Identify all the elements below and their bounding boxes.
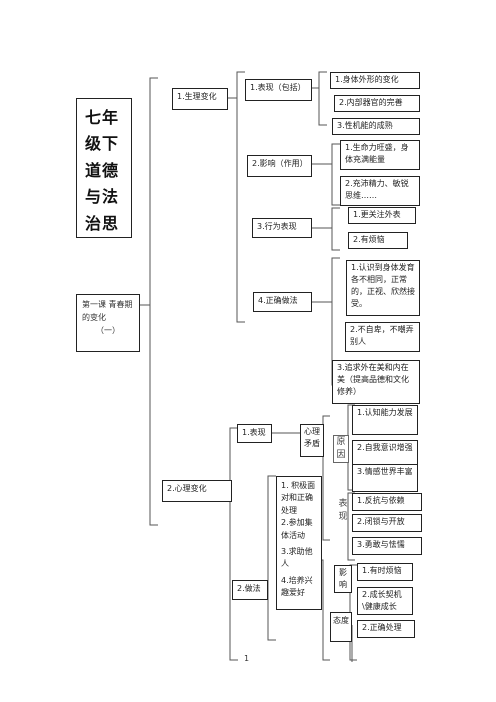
- attitude-item-1-text: 2.正确处理: [362, 623, 402, 632]
- method-left-item-2: 2.参加集体活动: [281, 518, 313, 540]
- physical-g4-item-1-text: 1.认识到身体发育各不相同，正常的，正视、欣然接受。: [351, 263, 415, 308]
- physical-g1-item-1-text: 1.身体外形的变化: [335, 75, 399, 84]
- method-left-box: 1. 积极面对和正确处理 2.参加集体活动 3.求助他人 4.培养兴趣爱好: [276, 476, 322, 610]
- influence-item-1-text: 1.有时烦恼: [362, 566, 402, 575]
- physical-g1-item-2: 2.内部器官的完善: [334, 95, 420, 112]
- influence-label: 影响: [334, 565, 352, 593]
- bracket-lesson: [149, 77, 158, 526]
- link-method-right: [322, 559, 330, 661]
- cause-item-1-text: 1.认知能力发展: [357, 408, 413, 417]
- physical-g2-item-2-text: 2.充沛精力、敏锐思维……: [345, 179, 409, 200]
- physical-group-2-label: 2.影响（作用）: [252, 159, 308, 168]
- bracket-physical: [236, 71, 245, 323]
- attitude-label-text: 态度: [333, 616, 349, 625]
- psych-conflict-label: 心理矛盾: [304, 427, 320, 448]
- physical-g4-item-3: 3.追求外在美和内在美（提高品德和文化修养）: [332, 360, 420, 404]
- physical-g1-item-3-text: 3.性机能的成熟: [337, 121, 393, 130]
- lesson-subtitle: （一）: [96, 325, 120, 335]
- manifest-label-text: 表现: [338, 499, 348, 523]
- physical-group-1: 1.表现（包括）: [245, 79, 312, 101]
- cause-item-3: 3.情感世界丰富: [352, 464, 418, 492]
- physical-group-2: 2.影响（作用）: [247, 155, 312, 177]
- bracket-psych: [229, 427, 238, 661]
- lesson-node: 第一课 青春期的变化 （一）: [76, 294, 140, 352]
- psych-method-node: 2.做法: [232, 580, 268, 600]
- mindmap-title: 七年级下道德与法治思维导图: [76, 98, 132, 238]
- bracket-manifest: [347, 492, 355, 561]
- physical-group-3: 3.行为表现: [252, 218, 312, 238]
- physical-g4-item-1: 1.认识到身体发育各不相同，正常的，正视、欣然接受。: [346, 260, 420, 316]
- physical-g1-item-2-text: 2.内部器官的完善: [339, 98, 403, 107]
- manifest-item-2-text: 2.闭锁与开放: [357, 517, 405, 526]
- physical-change-node: 1.生理变化: [172, 88, 228, 110]
- mindmap-title-text: 七年级下道德与法治思维导图: [85, 108, 120, 233]
- physical-g2-item-2: 2.充沛精力、敏锐思维……: [340, 176, 420, 206]
- psych-change-node: 2.心理变化: [162, 480, 232, 502]
- physical-g1-item-3: 3.性机能的成熟: [332, 118, 420, 135]
- cause-item-2: 2.自我意识增强: [352, 440, 418, 468]
- psych-conflict-node: 心理矛盾: [300, 424, 324, 457]
- influence-item-2: 2.成长契机\健康成长: [357, 587, 413, 615]
- physical-g3-item-1-text: 1.更关注外表: [353, 210, 401, 219]
- physical-g4-item-3-text: 3.追求外在美和内在美（提高品德和文化修养）: [337, 363, 409, 396]
- psych-show-label: 1.表现: [242, 428, 266, 437]
- method-left-item-4: 4.培养兴趣爱好: [281, 575, 313, 598]
- physical-g4-item-2: 2.不自卑，不嘲弄别人: [345, 322, 420, 352]
- influence-item-1: 1.有时烦恼: [357, 563, 413, 581]
- physical-group-3-label: 3.行为表现: [257, 222, 297, 231]
- psych-show-node: 1.表现: [237, 424, 272, 443]
- manifest-item-1-text: 1.反抗与依赖: [357, 496, 405, 505]
- manifest-item-1: 1.反抗与依赖: [352, 493, 422, 511]
- physical-group-4-label: 4.正确做法: [258, 296, 298, 305]
- attitude-label: 态度: [330, 612, 352, 642]
- physical-g3-item-2: 2.有烦恼: [348, 232, 408, 249]
- cause-item-2-text: 2.自我意识增强: [357, 443, 413, 452]
- physical-group-1-label: 1.表现（包括）: [250, 83, 306, 92]
- page-number: 1: [244, 654, 250, 663]
- manifest-item-3: 3.勇敢与怯懦: [352, 537, 422, 555]
- physical-g2-item-1-text: 1.生命力旺盛，身体充满能量: [345, 143, 409, 164]
- psych-change-label: 2.心理变化: [167, 484, 207, 493]
- physical-group-4: 4.正确做法: [253, 292, 312, 312]
- influence-item-2-text: 2.成长契机\健康成长: [362, 590, 402, 611]
- manifest-item-2: 2.闭锁与开放: [352, 514, 422, 532]
- bracket-g1: [318, 71, 327, 126]
- cause-label: 原因: [333, 435, 349, 464]
- bracket-conflict: [322, 415, 330, 541]
- physical-g2-item-1: 1.生命力旺盛，身体充满能量: [340, 140, 420, 170]
- psych-method-label: 2.做法: [237, 584, 261, 593]
- bracket-method: [267, 475, 276, 641]
- method-left-item-1: 1. 积极面对和正确处理: [281, 481, 316, 515]
- attitude-item-1: 2.正确处理: [357, 620, 415, 638]
- physical-g3-item-2-text: 2.有烦恼: [353, 235, 385, 244]
- physical-g3-item-1: 1.更关注外表: [348, 207, 416, 224]
- cause-label-text: 原因: [336, 437, 346, 461]
- manifest-item-3-text: 3.勇敢与怯懦: [357, 540, 405, 549]
- influence-label-text: 影响: [339, 568, 347, 589]
- cause-item-3-text: 3.情感世界丰富: [357, 467, 413, 476]
- physical-g4-item-2-text: 2.不自卑，不嘲弄别人: [350, 325, 414, 346]
- cause-item-1: 1.认知能力发展: [352, 405, 418, 435]
- bracket-g3: [331, 207, 340, 251]
- lesson-title: 第一课 青春期的变化: [82, 300, 133, 322]
- physical-g1-item-1: 1.身体外形的变化: [330, 72, 420, 89]
- physical-change-label: 1.生理变化: [177, 92, 217, 101]
- manifest-label: 表现: [336, 498, 350, 524]
- bracket-g2: [331, 143, 340, 206]
- method-left-item-3: 3.求助他人: [281, 546, 313, 569]
